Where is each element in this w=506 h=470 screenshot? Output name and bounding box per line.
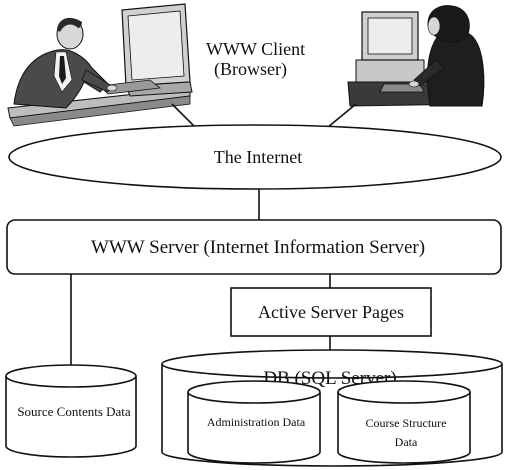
www-server-label: WWW Server (Internet Information Server): [91, 237, 425, 258]
client-label-line2: (Browser): [214, 59, 287, 80]
administration-data-label: Administration Data: [207, 415, 306, 429]
www-server-box: [6, 219, 502, 275]
client-man-at-computer-illustration: [7, 3, 193, 127]
asp-label: Active Server Pages: [258, 302, 404, 322]
source-contents-db-cylinder: [5, 364, 137, 458]
administration-db-cylinder: [187, 380, 321, 464]
course-structure-label-line1: Course Structure: [366, 416, 447, 430]
asp-box: [230, 287, 432, 337]
internet-label: The Internet: [214, 147, 302, 167]
course-structure-label-line2: Data: [395, 435, 418, 449]
client-label-line1: WWW Client: [206, 39, 305, 59]
internet-cloud: [8, 124, 502, 190]
source-contents-label: Source Contents Data: [17, 404, 131, 419]
course-structure-db-cylinder: [337, 380, 471, 464]
client-woman-at-computer-illustration: [347, 5, 485, 107]
